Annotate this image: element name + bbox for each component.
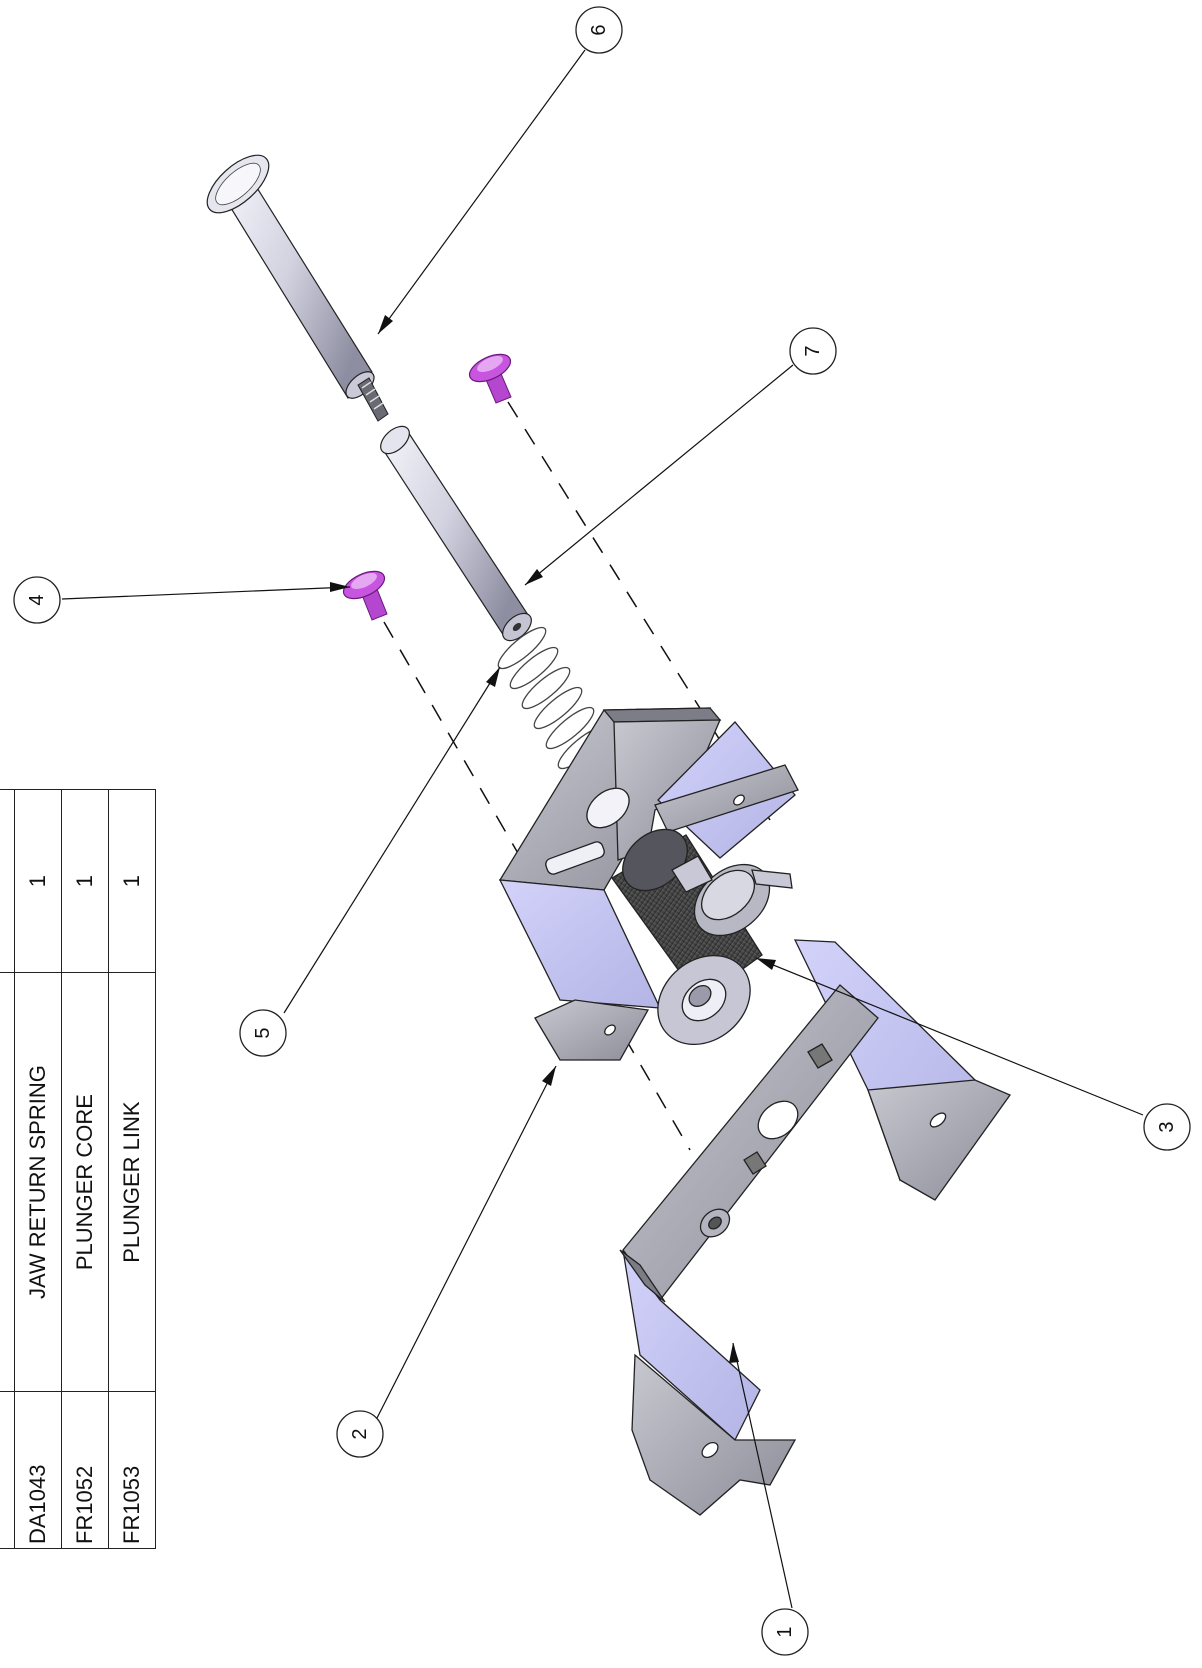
leader-3-arrow <box>756 958 776 970</box>
balloon-4-label: 4 <box>26 594 48 605</box>
leader-4-arrow <box>330 582 350 592</box>
leader-3 <box>755 957 1144 1116</box>
bom-visible-table: 6147 10-24x3/8 PHMS 2 DA1043 JAW RETURN … <box>0 789 156 1549</box>
table-row: DA1043 JAW RETURN SPRING 1 <box>14 789 62 1549</box>
bom-visible-rows: 6147 10-24x3/8 PHMS 2 DA1043 JAW RETURN … <box>0 789 156 1549</box>
balloon-6-label: 6 <box>588 24 610 35</box>
balloon-1-label: 1 <box>774 1626 796 1637</box>
screw-upper <box>468 353 512 404</box>
bom-description: PLUNGER LINK <box>108 972 156 1392</box>
balloon-2: 2 <box>336 1410 384 1458</box>
leader-2-arrow <box>542 1066 556 1086</box>
bom-description: PLUNGER CORE <box>61 972 109 1392</box>
leader-4 <box>61 586 351 600</box>
bom-qty: 1 <box>14 789 62 973</box>
leader-1 <box>732 1342 793 1609</box>
balloon-5-label: 5 <box>252 1027 274 1038</box>
balloon-7: 7 <box>789 327 837 375</box>
mounting-bracket-part <box>619 939 1011 1516</box>
table-row: FR1052 PLUNGER CORE 1 <box>61 789 109 1549</box>
leader-7-arrow <box>525 569 543 585</box>
bom-description: JAW RETURN SPRING <box>14 972 62 1392</box>
leader-5-arrow <box>486 667 500 687</box>
leader-6 <box>377 49 586 335</box>
bom-qty: 2 <box>0 789 15 973</box>
bom-part-number: DA1043 <box>14 1391 62 1549</box>
bom-part-number: FR1053 <box>108 1391 156 1549</box>
leader-5 <box>283 666 501 1014</box>
balloon-3: 3 <box>1143 1103 1191 1151</box>
threaded-stud <box>357 377 389 422</box>
leader-6-arrow <box>378 315 393 334</box>
balloon-5: 5 <box>239 1009 287 1057</box>
plunger-link-part <box>206 154 389 422</box>
table-row: 6147 10-24x3/8 PHMS 2 <box>0 789 15 1549</box>
solenoid-frame-part <box>498 707 799 1061</box>
solenoid-coil-part <box>611 828 793 1046</box>
screw-lower <box>342 570 388 621</box>
bom-qty: 1 <box>61 789 109 973</box>
balloon-6: 6 <box>575 6 623 54</box>
balloon-2-label: 2 <box>349 1428 371 1439</box>
plunger-core-part <box>380 425 532 642</box>
table-row: FR1053 PLUNGER LINK 1 <box>108 789 156 1549</box>
thermal-switch <box>671 855 793 937</box>
balloon-4: 4 <box>13 576 61 624</box>
bom-part-number: 6147 <box>0 1391 15 1549</box>
bom-description: 10-24x3/8 PHMS <box>0 972 15 1392</box>
bom-qty: 1 <box>108 789 156 973</box>
leader-7 <box>524 364 794 586</box>
balloon-3-label: 3 <box>1156 1121 1178 1132</box>
leader-2 <box>375 1065 557 1421</box>
balloon-7-label: 7 <box>802 345 824 356</box>
bom-part-number: FR1052 <box>61 1391 109 1549</box>
leader-1-arrow <box>729 1343 739 1363</box>
balloon-1: 1 <box>761 1608 809 1656</box>
